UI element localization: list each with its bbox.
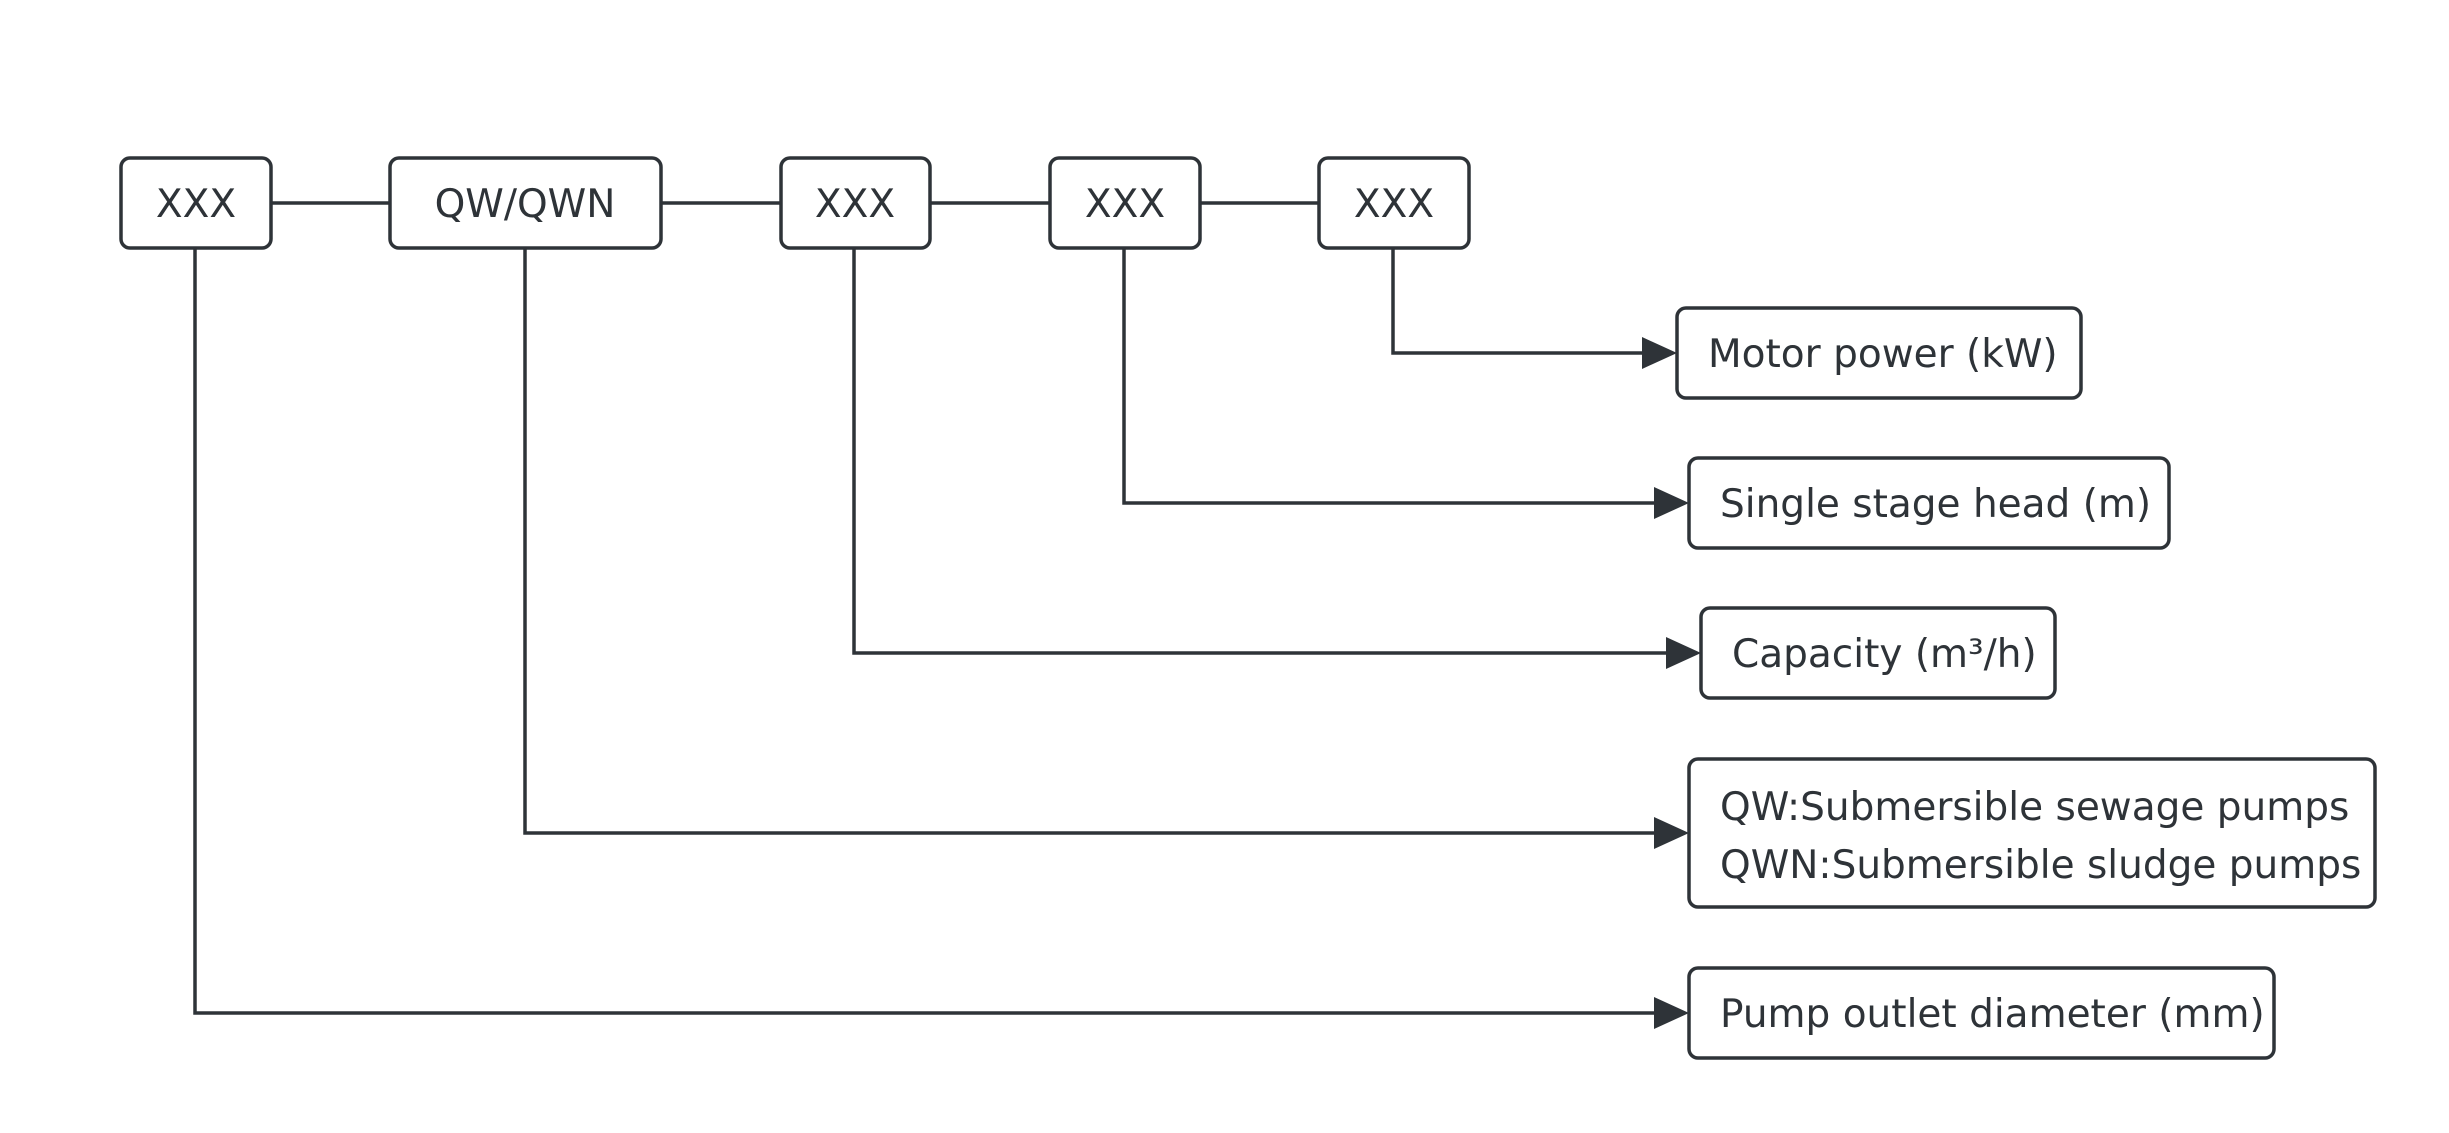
leader-motor-power bbox=[1391, 248, 1648, 355]
arrowheads bbox=[1642, 337, 1701, 1029]
code-part-5-text: XXX bbox=[1354, 182, 1434, 227]
arrowhead-capacity bbox=[1666, 637, 1701, 669]
arrowhead-outlet-diameter bbox=[1654, 997, 1689, 1029]
capacity-label: Capacity (m³/h) bbox=[1732, 632, 2037, 677]
pump-type-qw-label: QW:Submersible sewage pumps bbox=[1720, 785, 2349, 830]
code-part-2-text: QW/QWN bbox=[435, 182, 616, 227]
leader-capacity bbox=[852, 248, 1672, 655]
leader-pump-type bbox=[523, 248, 1660, 835]
leader-single-stage-head bbox=[1122, 248, 1660, 505]
code-part-1-text: XXX bbox=[156, 182, 236, 227]
leader-outlet-diameter bbox=[193, 248, 1660, 1015]
arrowhead-single-stage-head bbox=[1654, 487, 1689, 519]
outlet-diameter-box: Pump outlet diameter (mm) bbox=[1687, 966, 2276, 1060]
single-stage-head-box: Single stage head (m) bbox=[1687, 456, 2171, 550]
pump-type-box: QW:Submersible sewage pumps QWN:Submersi… bbox=[1687, 757, 2377, 909]
code-part-3-text: XXX bbox=[815, 182, 895, 227]
code-part-3-box: XXX bbox=[779, 156, 932, 250]
capacity-box: Capacity (m³/h) bbox=[1699, 606, 2057, 700]
code-part-1-box: XXX bbox=[119, 156, 273, 250]
code-part-4-text: XXX bbox=[1085, 182, 1165, 227]
arrowhead-motor-power bbox=[1642, 337, 1677, 369]
leader-lines bbox=[193, 248, 1672, 1015]
single-stage-head-label: Single stage head (m) bbox=[1720, 482, 2151, 527]
code-part-4-box: XXX bbox=[1048, 156, 1202, 250]
code-part-2-box: QW/QWN bbox=[388, 156, 663, 250]
motor-power-label: Motor power (kW) bbox=[1708, 332, 2058, 377]
outlet-diameter-label: Pump outlet diameter (mm) bbox=[1720, 992, 2265, 1037]
pump-type-qwn-label: QWN:Submersible sludge pumps bbox=[1720, 843, 2361, 888]
motor-power-box: Motor power (kW) bbox=[1675, 306, 2083, 400]
code-part-5-box: XXX bbox=[1317, 156, 1471, 250]
arrowhead-pump-type bbox=[1654, 817, 1689, 849]
